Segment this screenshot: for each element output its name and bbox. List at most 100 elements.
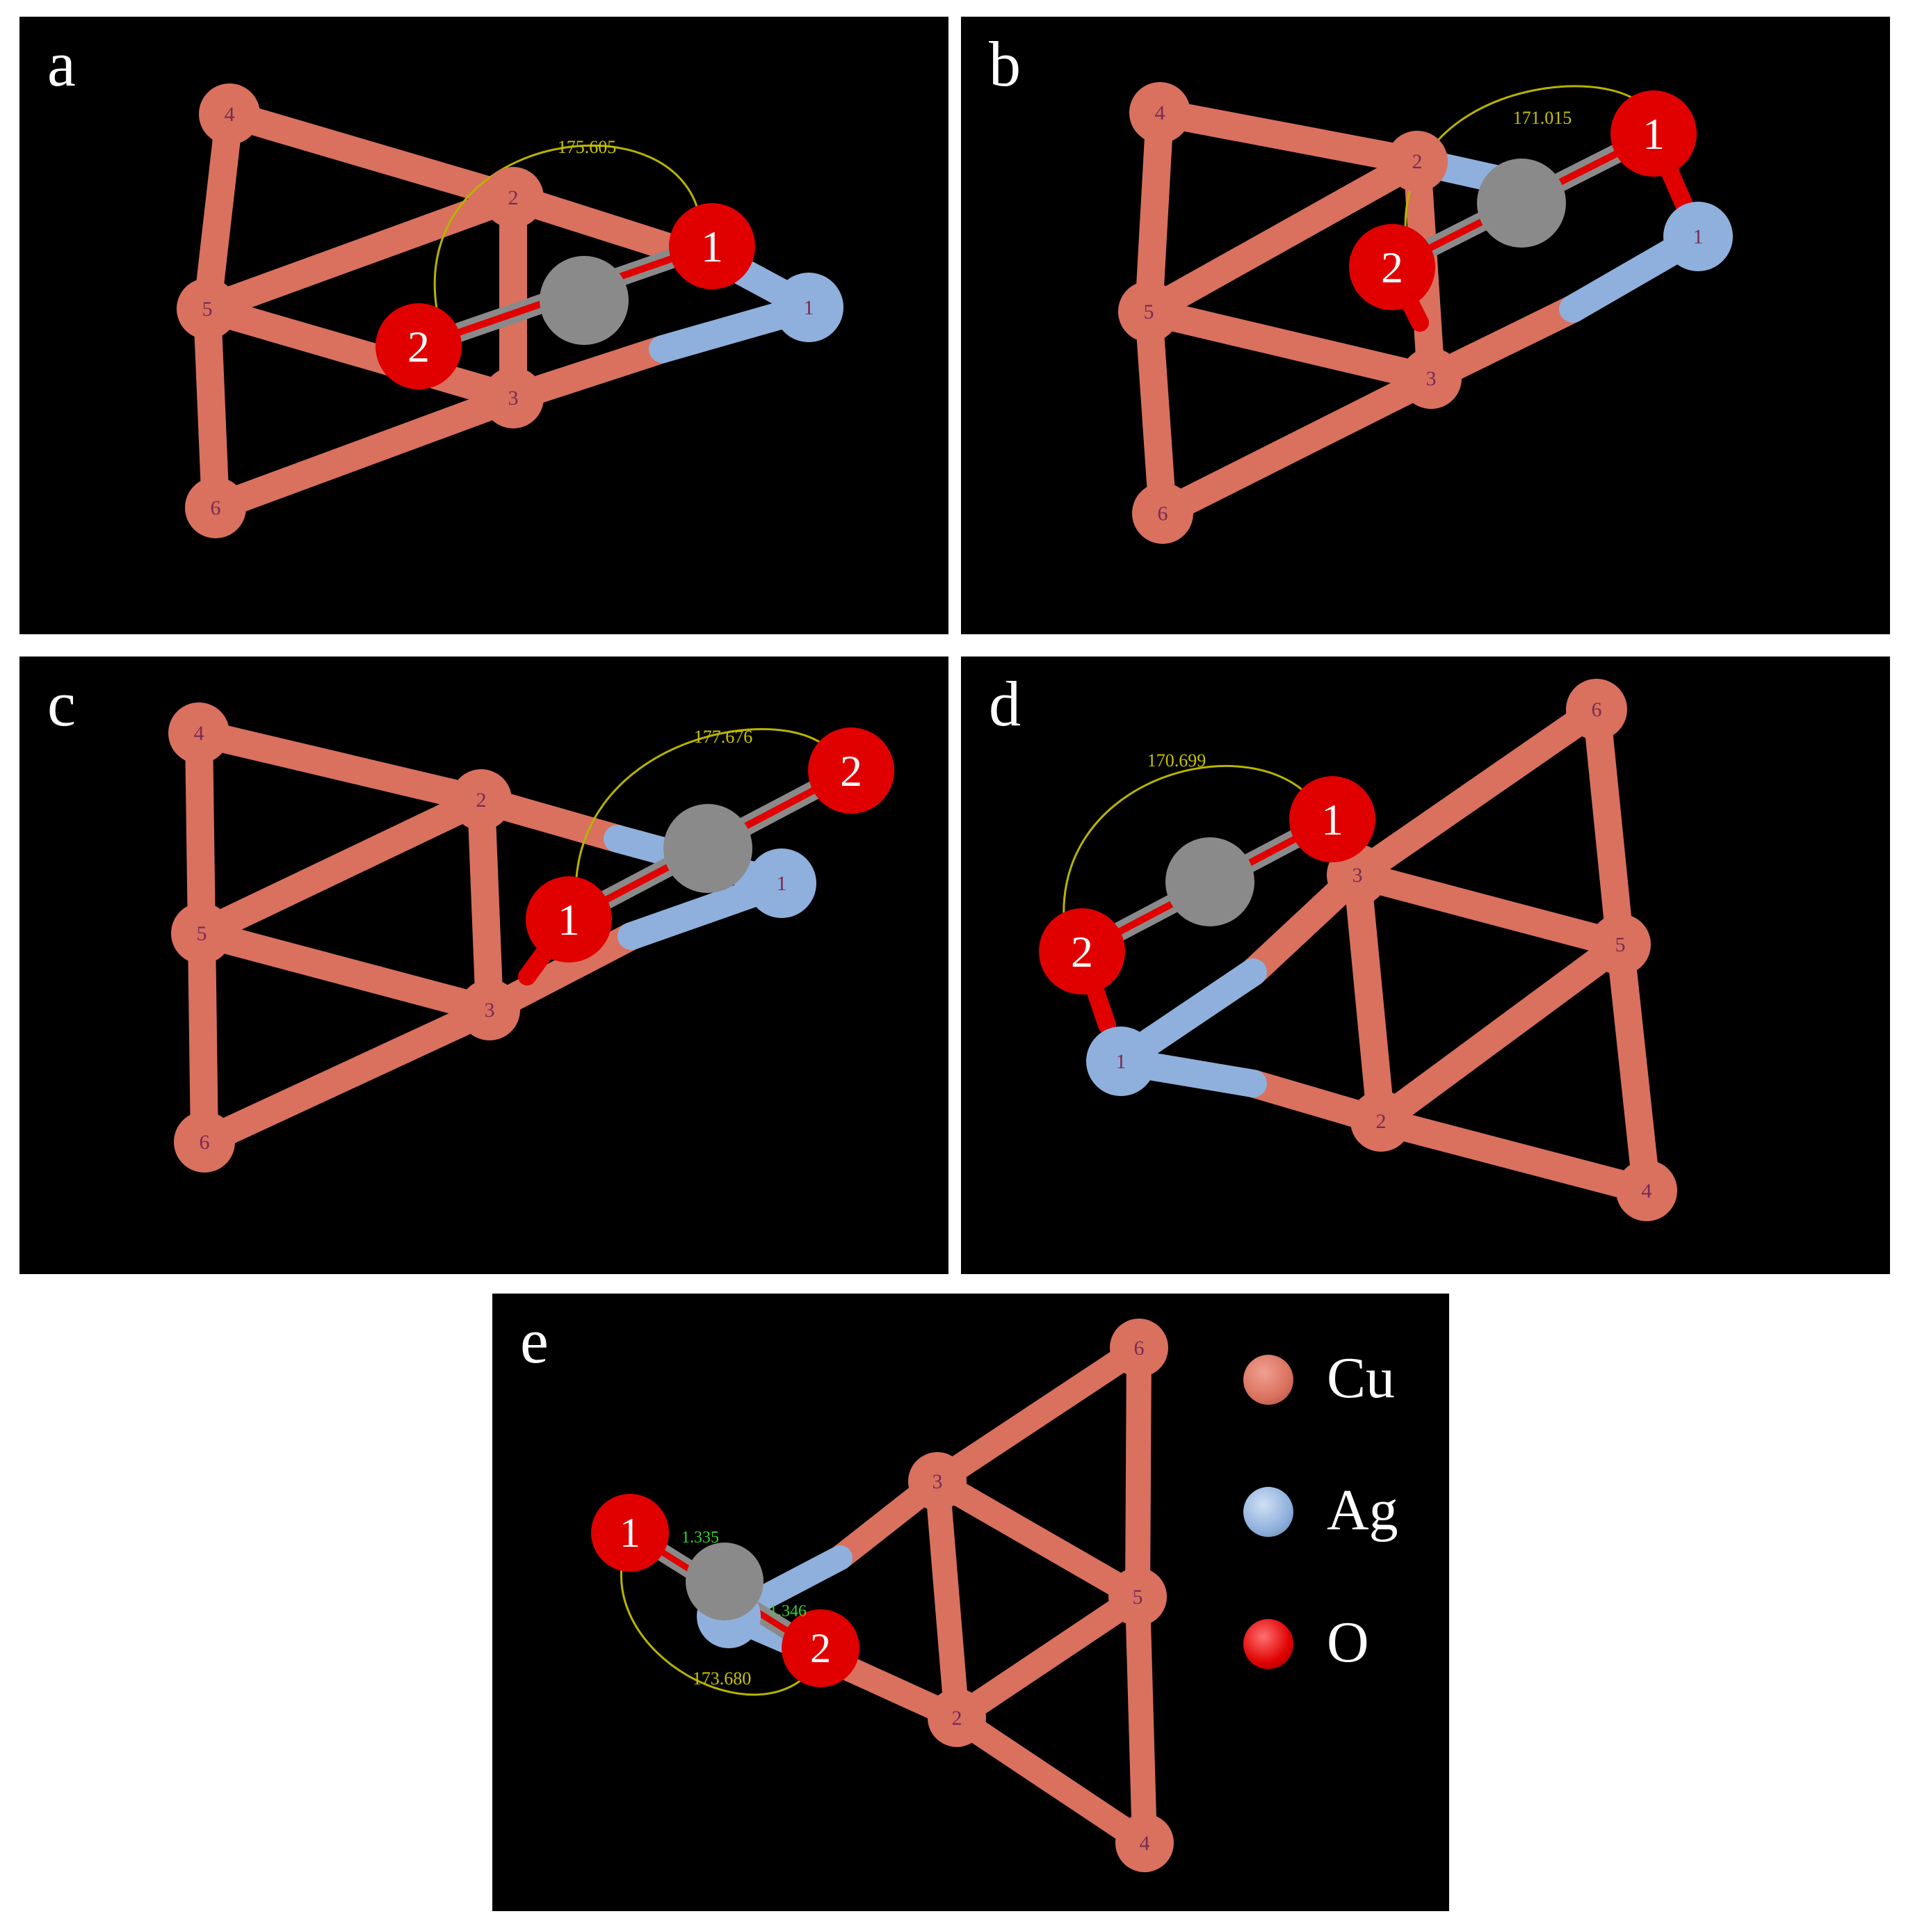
atom-label: 6 (211, 497, 221, 520)
legend-label: O (1327, 1610, 1369, 1675)
o-atom (1039, 908, 1125, 995)
cu-atom (171, 903, 232, 964)
cu-bond (193, 295, 229, 522)
atom-label: 6 (1134, 1337, 1145, 1360)
atom-label: 4 (225, 103, 235, 126)
atom-label: 5 (202, 298, 213, 321)
o-atom (591, 1494, 669, 1572)
cu-atom (1350, 1090, 1412, 1152)
legend-label: Cu (1327, 1346, 1396, 1410)
cu-bond (193, 100, 243, 323)
atom-label: 3 (508, 387, 519, 410)
panel-a: a 4 2 5 3 (19, 17, 948, 634)
angle-arc (1063, 765, 1310, 935)
cu-atom (1115, 1814, 1174, 1872)
c-atom (1165, 837, 1254, 926)
panel-label: d (989, 668, 1021, 739)
oxygen-label: 1 (1642, 109, 1665, 159)
molecule-structure: 4 2 5 3 6 1 2 1 175.605 (177, 83, 843, 538)
cu-bond (1367, 931, 1634, 1135)
cu-bond (1135, 298, 1177, 527)
cu-atom (1566, 679, 1627, 740)
atom-label: 4 (1140, 1832, 1150, 1855)
o-atom (808, 727, 894, 814)
cu-atom (199, 83, 260, 145)
atom-label: 2 (1412, 150, 1423, 173)
cu-atom (483, 167, 544, 228)
panel-label: c (47, 668, 76, 739)
o-swatch-icon (1243, 1619, 1293, 1669)
o-atom (526, 876, 612, 963)
cu-bond (1146, 99, 1431, 175)
panel-d: d 6 3 5 (961, 657, 1890, 1274)
ag-atom (774, 273, 843, 342)
cu-bond (1343, 861, 1634, 958)
atom-label: 6 (200, 1131, 210, 1154)
legend: Cu Ag O (1216, 1335, 1438, 1732)
cu-atom (185, 477, 246, 538)
cu-bond (1135, 147, 1431, 325)
cu-atom (174, 1111, 235, 1173)
cu-atom (451, 769, 512, 830)
cu-atom (1590, 914, 1651, 975)
molecule-structure: 6 3 5 2 4 1 2 1 170.699 (1039, 679, 1677, 1221)
molecule-structure: 4 2 5 3 6 1 2 1 171.015 (1118, 82, 1733, 544)
cu-bond (1135, 99, 1174, 325)
o-atom (669, 203, 755, 289)
cu-atom (177, 278, 238, 339)
cu-bond (202, 384, 527, 522)
cu-atom (1387, 131, 1448, 192)
panel-b: b 4 2 5 (961, 17, 1890, 634)
oxygen-label: 2 (407, 322, 430, 371)
ag-atom (1086, 1027, 1156, 1096)
cu-bond (193, 184, 527, 323)
cu-atom (459, 979, 520, 1040)
legend-label: Ag (1327, 1478, 1398, 1543)
angle-value: 175.605 (558, 137, 617, 157)
cu-bond (188, 786, 495, 947)
cu-bond (188, 919, 218, 1156)
oxygen-label: 1 (701, 222, 723, 271)
atom-label: 5 (197, 922, 207, 945)
oxygen-label: 2 (1071, 927, 1093, 976)
cu-bond (1367, 1107, 1661, 1205)
atom-label: 2 (508, 186, 519, 209)
atom-label: 4 (1155, 102, 1165, 124)
cu-bond (188, 919, 503, 1024)
cu-atom (1118, 281, 1179, 342)
cu-atom (483, 367, 544, 428)
cu-atom (168, 702, 229, 764)
cu-bond (925, 1469, 1150, 1609)
o-atom (1289, 776, 1375, 862)
atom-label: 2 (1376, 1110, 1387, 1133)
molecule-structure: 4 2 5 3 6 1 1 2 177.676 (168, 702, 894, 1173)
atom-label: 6 (1592, 698, 1602, 721)
atom-label: 1 (1693, 225, 1704, 248)
cu-atom (908, 1452, 967, 1511)
atom-label: 4 (194, 722, 204, 745)
cu-bond (925, 1469, 969, 1730)
oxygen-label: 2 (810, 1625, 831, 1671)
cu-atom (1400, 348, 1462, 409)
ag-atom (747, 848, 816, 918)
cu-bond (1125, 1584, 1157, 1855)
molecule-structure: 6 3 5 2 4 1 2 1.335 1.346 173.680 (591, 1319, 1174, 1872)
o-atom (375, 303, 462, 389)
cu-bond (925, 1335, 1152, 1494)
panel-c: c 4 2 5 (19, 657, 948, 1274)
cu-bond (944, 1705, 1157, 1855)
cu-atom (1108, 1568, 1167, 1626)
ag-swatch-icon (1243, 1487, 1293, 1537)
cu-bond (1343, 861, 1395, 1135)
angle-value: 177.676 (694, 727, 753, 747)
bond-length: 1.346 (769, 1602, 807, 1620)
atom-label: 3 (485, 999, 495, 1022)
angle-arc (620, 1550, 814, 1696)
atom-label: 2 (476, 789, 487, 812)
cu-bond (185, 719, 495, 814)
panel-label: a (47, 29, 76, 99)
o-atom (782, 1609, 859, 1687)
atom-label: 3 (1426, 367, 1437, 390)
oxygen-label: 1 (620, 1510, 640, 1556)
angle-value: 171.015 (1513, 108, 1572, 128)
